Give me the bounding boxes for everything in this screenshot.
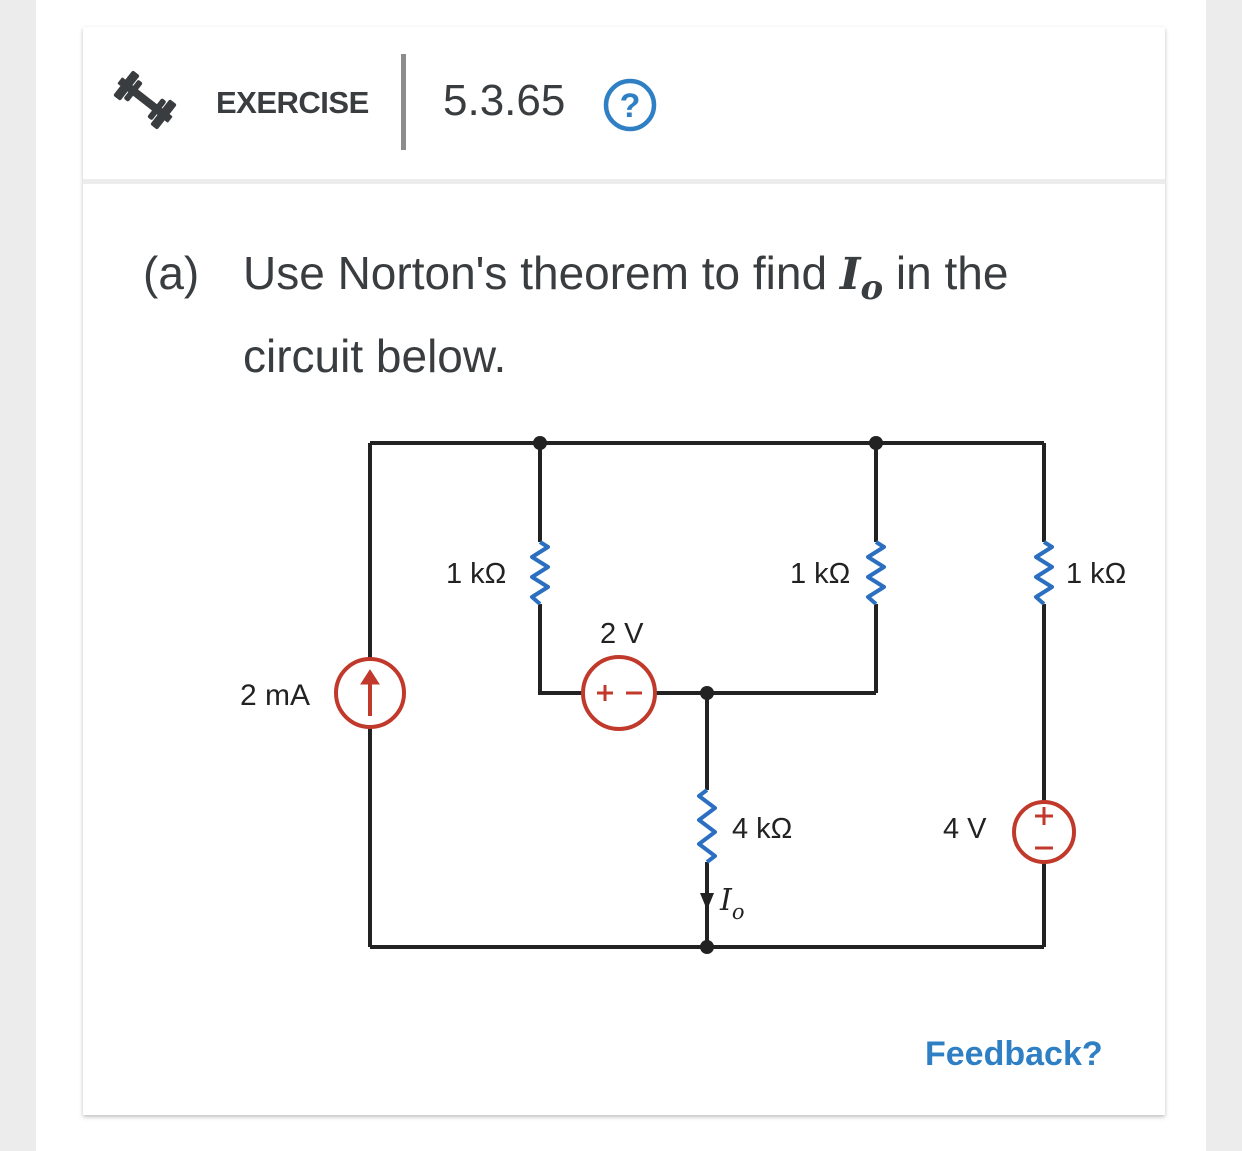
question-text: Use Norton's theorem to find Io in the c… xyxy=(243,239,1083,390)
resistor-4-label: 4 kΩ xyxy=(732,813,792,845)
voltage-source-2v-label: 2 V xyxy=(600,618,644,650)
question-text-before: Use Norton's theorem to find xyxy=(243,247,840,299)
current-label: Io xyxy=(719,883,745,924)
exercise-card: EXERCISE 5.3.65 ? (a) Use Norton's theor… xyxy=(83,27,1165,1115)
voltage-source-2v xyxy=(581,655,657,731)
current-source-label: 2 mA xyxy=(240,679,310,712)
svg-text:?: ? xyxy=(620,87,641,125)
exercise-number: 5.3.65 xyxy=(443,76,566,125)
junction-dots xyxy=(533,436,883,954)
voltage-source-4v xyxy=(1012,800,1076,864)
resistor-2-label: 1 kΩ xyxy=(790,558,850,590)
question-letter: (a) xyxy=(143,247,200,299)
exercise-header: EXERCISE 5.3.65 ? xyxy=(83,27,1165,184)
current-arrow xyxy=(700,893,714,910)
exercise-label: EXERCISE xyxy=(216,85,369,120)
resistor-1-label: 1 kΩ xyxy=(446,558,506,590)
resistor-1 xyxy=(530,540,550,606)
resistor-3-label: 1 kΩ xyxy=(1066,558,1126,590)
header-divider xyxy=(401,54,406,150)
question-variable: Io xyxy=(839,249,884,308)
feedback-link[interactable]: Feedback? xyxy=(925,1035,1103,1073)
resistor-4 xyxy=(697,788,717,864)
dumbbell-icon xyxy=(113,70,177,130)
voltage-source-4v-label: 4 V xyxy=(943,813,987,845)
question-text-after: in the circuit below. xyxy=(243,247,1009,382)
help-circle-icon[interactable]: ? xyxy=(602,77,658,133)
current-source xyxy=(334,657,406,729)
resistor-2 xyxy=(866,540,886,606)
resistor-3 xyxy=(1034,540,1054,606)
circuit-diagram: 1 kΩ 1 kΩ 1 kΩ 4 kΩ 2 V 4 V 2 mA Io xyxy=(240,436,1126,954)
